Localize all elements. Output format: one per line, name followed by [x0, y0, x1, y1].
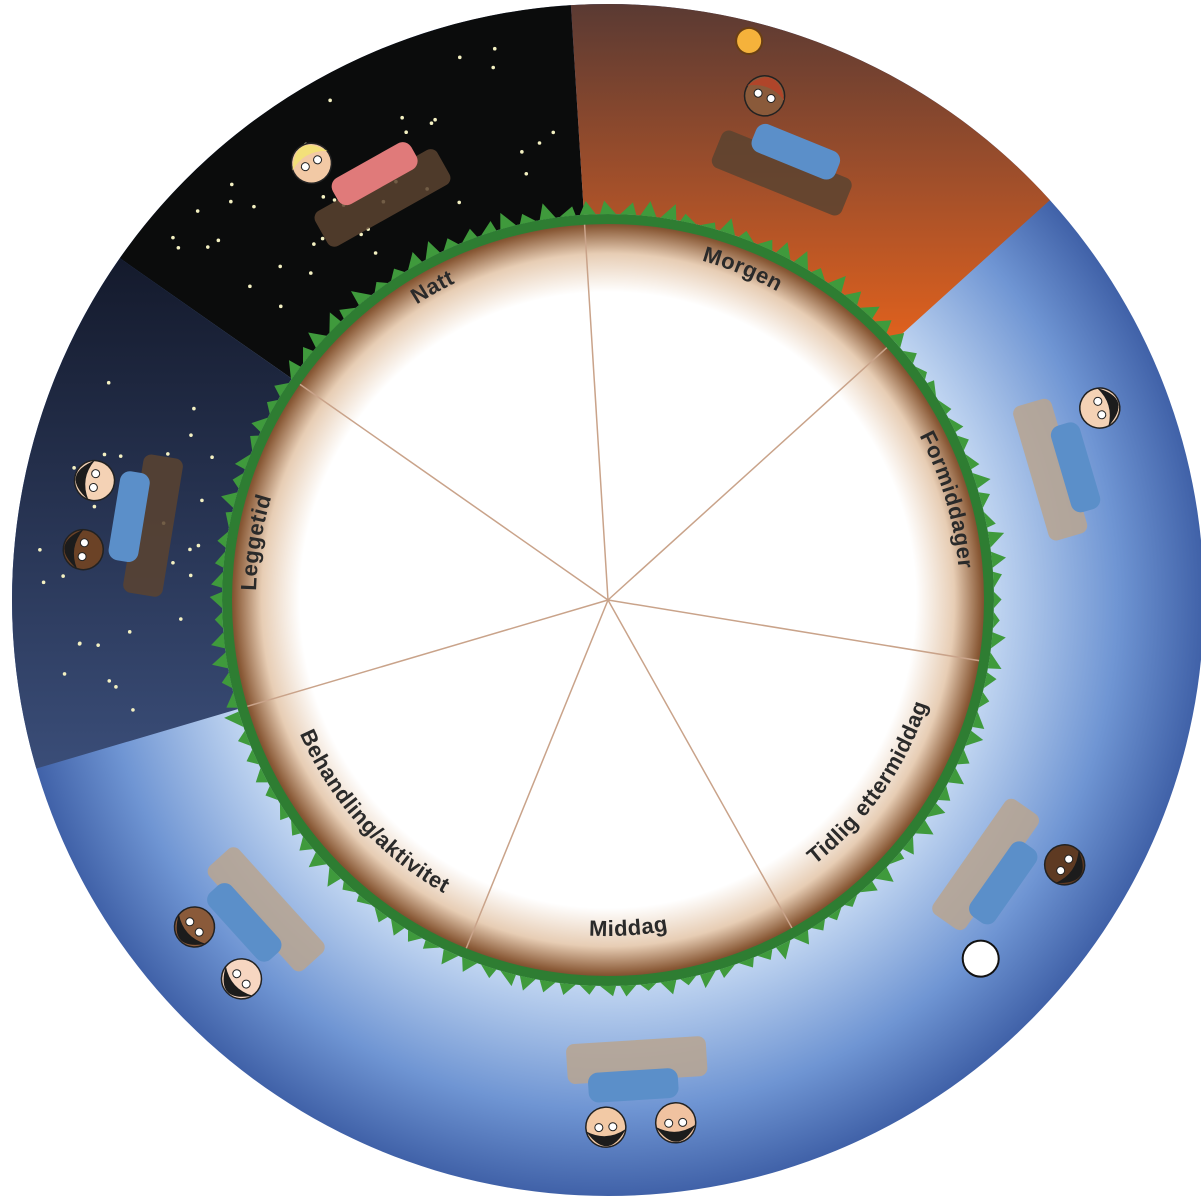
star-icon	[189, 574, 193, 578]
star-icon	[78, 642, 82, 646]
star-icon	[171, 236, 175, 240]
star-icon	[119, 454, 123, 458]
star-icon	[248, 285, 252, 289]
character-eye-icon	[678, 1118, 686, 1126]
star-icon	[491, 66, 495, 70]
star-icon	[72, 466, 76, 470]
star-icon	[192, 407, 196, 411]
star-icon	[230, 183, 234, 187]
star-icon	[210, 455, 214, 459]
character-eye-icon	[595, 1123, 603, 1131]
star-icon	[279, 305, 283, 309]
star-icon	[458, 56, 462, 60]
star-icon	[400, 116, 404, 120]
star-icon	[206, 245, 210, 249]
star-icon	[278, 265, 282, 269]
star-icon	[520, 150, 524, 154]
star-icon	[61, 574, 65, 578]
star-icon	[128, 630, 132, 634]
star-icon	[107, 381, 111, 385]
star-icon	[524, 172, 528, 176]
star-icon	[42, 581, 46, 585]
star-icon	[197, 544, 201, 548]
star-icon	[217, 239, 221, 243]
star-icon	[171, 561, 175, 565]
star-icon	[103, 453, 107, 457]
star-icon	[114, 685, 118, 689]
star-icon	[189, 433, 193, 437]
star-icon	[321, 237, 325, 241]
star-icon	[38, 548, 42, 552]
star-icon	[538, 141, 542, 145]
star-icon	[63, 672, 67, 676]
character-eye-icon	[609, 1122, 617, 1130]
star-icon	[493, 47, 497, 51]
star-icon	[551, 131, 555, 135]
character-eye-icon	[664, 1119, 672, 1127]
star-icon	[374, 251, 378, 255]
star-icon	[457, 201, 461, 205]
star-icon	[312, 242, 316, 246]
star-icon	[107, 679, 111, 683]
star-icon	[433, 118, 437, 122]
star-icon	[404, 130, 408, 134]
star-icon	[131, 708, 135, 712]
star-icon	[166, 452, 170, 456]
star-icon	[322, 195, 326, 199]
star-icon	[430, 121, 434, 125]
star-icon	[252, 205, 256, 209]
star-icon	[200, 499, 204, 503]
star-icon	[229, 200, 233, 204]
star-icon	[96, 643, 100, 647]
star-icon	[328, 99, 332, 103]
star-icon	[309, 271, 313, 275]
star-icon	[177, 246, 181, 250]
star-icon	[93, 505, 97, 509]
star-icon	[179, 617, 183, 621]
star-icon	[188, 548, 192, 552]
star-icon	[196, 209, 200, 213]
clothing-shape	[587, 1068, 679, 1104]
